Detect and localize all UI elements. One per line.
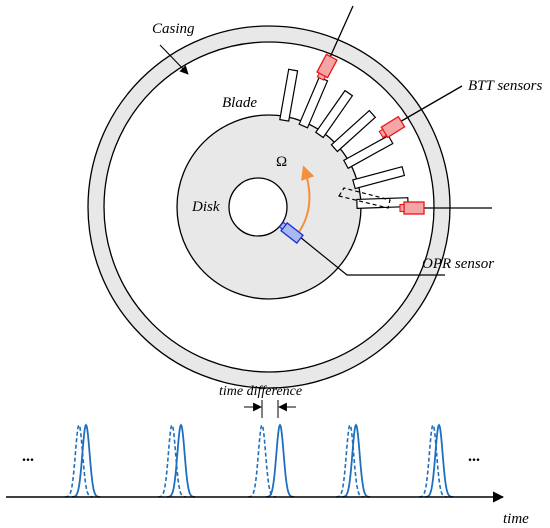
reference-pulse-1 <box>64 423 94 498</box>
btt-sensor-right <box>399 201 492 215</box>
time-axis-label: time <box>503 511 529 527</box>
measured-pulse-5 <box>424 423 454 498</box>
time-difference-label: time difference <box>219 384 302 399</box>
omega-label: Ω <box>276 154 287 170</box>
blade-6 <box>352 165 406 190</box>
reference-pulse-3 <box>247 423 277 498</box>
btt-sensors-label: BTT sensors <box>468 78 542 94</box>
measured-pulse-4 <box>341 423 371 498</box>
casing-label: Casing <box>152 21 195 37</box>
measured-pulse-1 <box>71 423 101 498</box>
blade-4 <box>330 109 377 153</box>
blade-3 <box>314 89 354 139</box>
measured-pulse-2 <box>166 423 196 498</box>
disk-label: Disk <box>191 199 220 215</box>
casing-leader-line <box>159 44 189 75</box>
rotation-arrow-icon <box>295 165 315 237</box>
measured-pulse-3 <box>265 423 295 498</box>
blade-7 <box>356 197 409 210</box>
btt-sensor-top <box>316 5 354 81</box>
deflected-blade <box>338 187 391 209</box>
reference-pulse-5 <box>418 423 448 498</box>
opr-sensor-label: OPR sensor <box>422 256 494 272</box>
btt-sensor-middle <box>378 85 463 139</box>
reference-pulse-4 <box>335 423 365 498</box>
ellipsis-right: ... <box>468 448 480 465</box>
blade-1 <box>279 68 299 122</box>
opr-sensor-leader <box>299 236 445 276</box>
disk-hub <box>228 177 288 237</box>
pulse-train <box>64 423 454 498</box>
blade-label: Blade <box>222 95 257 111</box>
opr-sensor <box>278 221 304 245</box>
time-difference-arrows-icon <box>244 400 296 418</box>
reference-pulse-2 <box>157 423 187 498</box>
ellipsis-left: ... <box>22 448 34 465</box>
